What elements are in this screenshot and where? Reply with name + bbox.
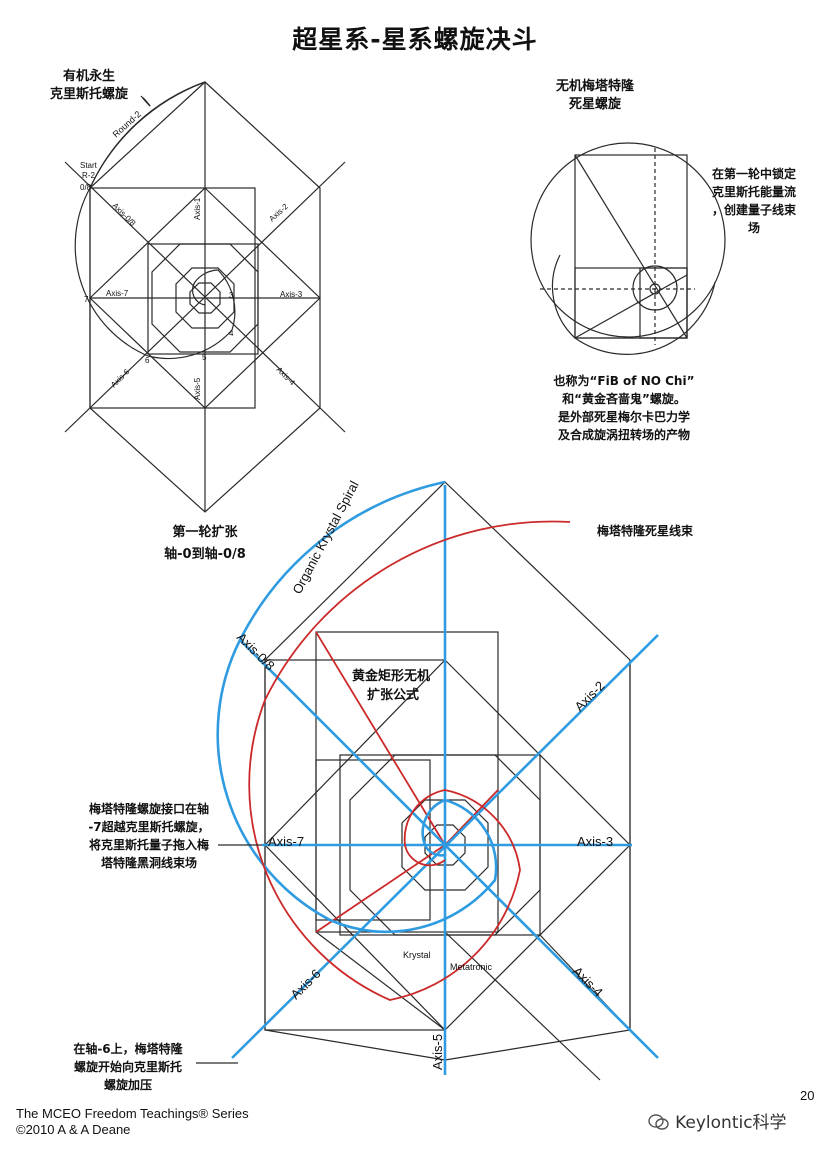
d2-spiral [551, 254, 716, 355]
d1-axis-2: Axis-2 [267, 202, 290, 224]
d3-left-note: 梅塔特隆螺旋接口在轴 -7超越克里斯托螺旋， 将克里斯托量子拖入梅 塔特隆黑洞线… [88, 802, 210, 870]
d1-label: 有机永生 克里斯托螺旋 [49, 69, 128, 102]
d1-axis-4: Axis-4 [275, 365, 297, 387]
d1-spiral [74, 81, 236, 360]
d3-axis-08-line [239, 639, 659, 1059]
d3-axis-5: Axis-5 [430, 1034, 445, 1070]
watermark: Keylontic科学 [648, 1108, 787, 1133]
d1-start-label-2: R-2 [82, 171, 95, 180]
d2-label: 无机梅塔特隆 死星螺旋 [555, 79, 634, 112]
d3-krystal-label: Krystal [403, 950, 431, 960]
d1-arc-top [89, 81, 206, 189]
d1-num-3: 3 [229, 291, 234, 300]
d1-diamond-1 [89, 187, 321, 409]
d1-caption: 第一轮扩张 轴-0到轴-0/8 [164, 525, 246, 562]
d1-octagon-3 [189, 282, 221, 314]
d3-bot-2 [444, 931, 601, 1081]
d1-axis-08: Axis-0/8 [111, 201, 138, 228]
d3-bot-1 [315, 931, 446, 1031]
d1-axis-1: Axis-1 [193, 197, 202, 220]
d2-tiny-circle [649, 283, 661, 295]
d1-num-4: 4 [229, 329, 234, 338]
d3-axis-6: Axis-6 [288, 966, 324, 1002]
d3-metatronic-label: Metatronic [450, 962, 493, 972]
d3-oct-1 [349, 754, 541, 936]
d3-axis-7: Axis-7 [268, 834, 304, 849]
watermark-text: Keylontic科学 [675, 1113, 787, 1133]
d2-bottom-note: 也称为“FiB of NO Chi” 和“黄金吝啬鬼”螺旋。 是外部死星梅尔卡巴… [553, 374, 695, 442]
d1-num-7: 7 [84, 295, 89, 304]
d3-red-line-3 [444, 789, 499, 846]
d1-octagon-2 [175, 267, 235, 329]
d3-axis-2: Axis-2 [572, 678, 608, 714]
d1-axis-3: Axis-3 [280, 290, 303, 299]
d3-axis-4: Axis-4 [570, 964, 606, 1000]
page-number: 20 [800, 1088, 815, 1103]
wechat-icon [648, 1113, 670, 1131]
d3-axis-3: Axis-3 [577, 834, 613, 849]
d2-diag2 [574, 274, 688, 339]
d3-red-line-1 [315, 631, 446, 846]
d2-circle [530, 142, 726, 338]
d3-rect-4 [315, 759, 431, 921]
d2-right-note: 在第一轮中锁定 克里斯托能量流 ，创建量子线束 场 [711, 167, 796, 235]
d3-metatron-label: 梅塔特隆死星线束 [596, 524, 693, 538]
d1-axis-5: Axis-5 [193, 377, 202, 400]
d1-octagon-1 [151, 243, 259, 353]
d1-start-label-3: 0/8 [80, 183, 92, 192]
d2-diag [574, 154, 688, 339]
d1-start-label-1: Start [80, 161, 98, 170]
d1-axis-7: Axis-7 [106, 289, 129, 298]
d3-metatronic-spiral [248, 520, 571, 1001]
d3-organic-spiral [216, 480, 498, 934]
d3-golden-rect-2: 扩张公式 [367, 687, 419, 703]
d1-num-6: 6 [145, 356, 150, 365]
d3-axis-08: Axis-0/8 [234, 630, 278, 674]
d3-bottom-note: 在轴-6上，梅塔特隆 螺旋开始向克里斯托 螺旋加压 [73, 1042, 183, 1092]
d3-golden-rect-1: 黄金矩形无机 [352, 668, 430, 684]
d3-red-line-2 [315, 844, 446, 933]
d1-round-label: Round-2 [111, 109, 143, 140]
d1-num-5: 5 [202, 353, 207, 362]
d3-oct-2 [401, 799, 489, 891]
d2-small-circle [632, 265, 678, 311]
d3-axis-2-line [231, 634, 659, 1059]
footer-series: The MCEO Freedom Teachings® Series ©2010… [16, 1106, 249, 1137]
d3-organic-label: Organic Krystal Spiral [289, 478, 361, 596]
page-title: 超星系-星系螺旋决斗 [292, 25, 538, 54]
